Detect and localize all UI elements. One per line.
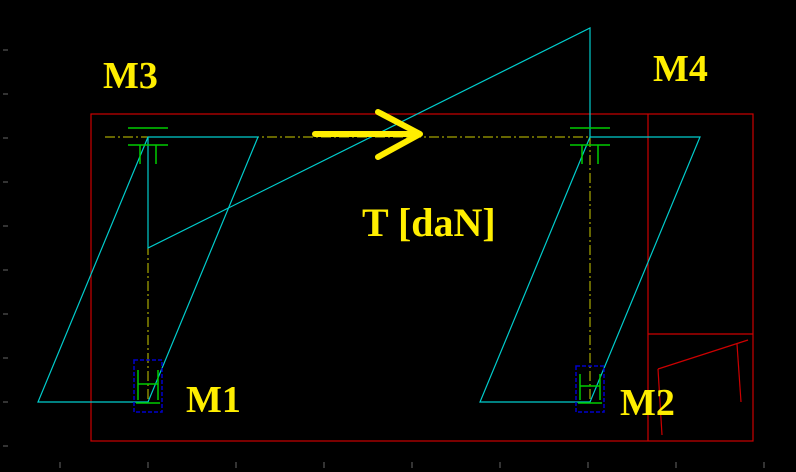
ruler-ticks xyxy=(3,49,765,468)
support-symbol-m3 xyxy=(128,127,168,164)
support-symbol-m1 xyxy=(133,359,163,413)
label-m4: M4 xyxy=(653,48,708,90)
label-m3: M3 xyxy=(103,55,158,97)
label-m1: M1 xyxy=(186,379,241,421)
force-arrow-icon xyxy=(312,109,423,160)
frame xyxy=(90,113,754,442)
force-diagram xyxy=(37,27,701,403)
frame-detail xyxy=(657,339,749,436)
label-m2: M2 xyxy=(620,382,675,424)
axis-lines xyxy=(105,136,640,400)
support-symbol-m2 xyxy=(575,365,605,413)
support-symbol-m4 xyxy=(570,127,610,164)
label-force: T [daN] xyxy=(362,200,496,245)
